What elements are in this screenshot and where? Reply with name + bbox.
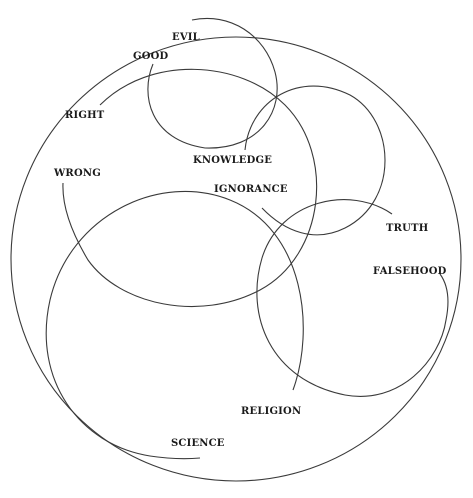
label-wrong: WRONG [53, 168, 101, 179]
label-knowledge: KNOWLEDGE [193, 155, 272, 166]
good-evil-circle [147, 18, 278, 149]
right-wrong-circle [62, 68, 318, 307]
label-falsehood: FALSEHOOD [373, 266, 447, 277]
label-truth: TRUTH [386, 223, 428, 234]
truth-falsehood-circle [256, 199, 449, 397]
label-good: GOOD [133, 51, 169, 62]
label-evil: EVIL [172, 32, 200, 43]
label-ignorance: IGNORANCE [214, 184, 288, 195]
science-religion-circle [45, 191, 304, 460]
label-religion: RELIGION [241, 406, 301, 417]
knowledge-ignorance-circle [244, 85, 386, 236]
outer-circle [10, 36, 462, 482]
label-right: RIGHT [65, 110, 105, 121]
label-science: SCIENCE [171, 438, 225, 449]
